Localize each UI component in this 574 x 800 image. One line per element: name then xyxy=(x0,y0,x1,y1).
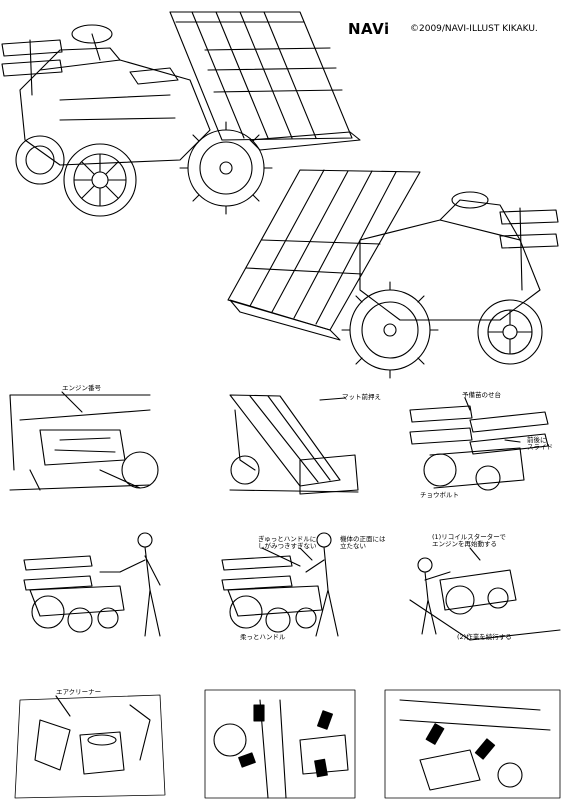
transplanter-illustration-top-left xyxy=(1,11,361,217)
label-front-rear-slide: 前後に スライド xyxy=(527,436,553,451)
spare-seedling-stand-detail xyxy=(409,397,549,491)
label-no-stand-front: 機体の正面には 立たない xyxy=(340,535,386,550)
label-loose-handle: 柔っとハンドル xyxy=(240,633,286,641)
hydraulic-lever-detail xyxy=(204,689,356,799)
recoil-restart-scene xyxy=(409,547,561,641)
mat-press-detail xyxy=(229,394,359,495)
label-engine-number: エンジン番号 xyxy=(62,384,101,392)
navi-logo: NAVi xyxy=(348,20,390,38)
copyright-text: ©2009/NAVI-ILLUST KIKAKU. xyxy=(410,24,538,34)
engine-number-detail xyxy=(9,391,159,491)
label-chou-bolt: チョウボルト xyxy=(420,491,459,499)
label-recoil-restart: (1)リコイルスターターで エンジンを再始動する xyxy=(432,533,506,548)
label-air-cleaner: エアクリーナー xyxy=(56,688,102,696)
transplanter-illustration-middle-right xyxy=(227,169,559,379)
label-mat-press: マット前押え xyxy=(342,393,381,401)
operator-walking-machine-1 xyxy=(23,532,161,637)
label-continue-work: (2)作業を続行する xyxy=(457,633,512,641)
planting-arm-detail xyxy=(384,689,561,799)
operator-walking-machine-2 xyxy=(221,532,339,637)
label-spare-seedling-stand: 予備苗のせ台 xyxy=(462,391,501,399)
label-handle-no-hold: ぎゅっとハンドルに しがみつきすぎない xyxy=(258,535,317,550)
air-cleaner-detail xyxy=(14,694,166,799)
